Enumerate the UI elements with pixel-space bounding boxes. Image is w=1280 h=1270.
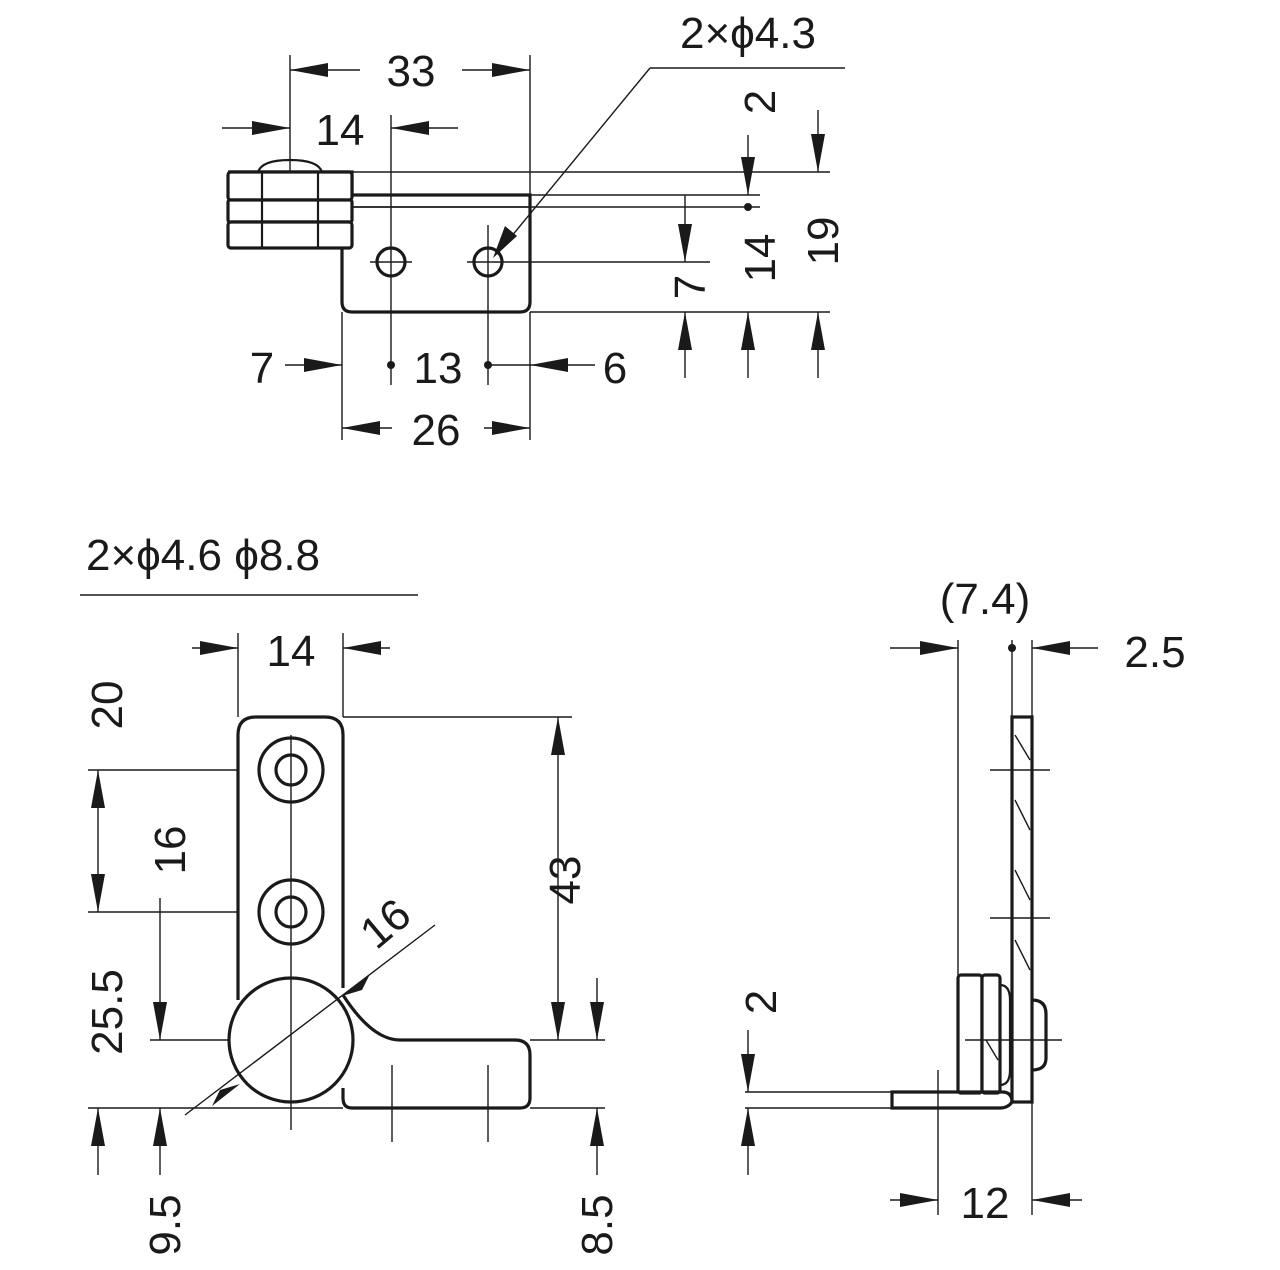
dim-2-5: 2.5 [1032, 628, 1186, 677]
dim-43-label: 43 [541, 856, 590, 905]
top-view: 33 14 2×ϕ4.3 2 [222, 9, 848, 455]
top-view-part [226, 115, 710, 385]
dim-14-vertical-label: 14 [736, 234, 785, 283]
dim-26: 26 [342, 406, 530, 455]
dim-14-top-label: 14 [316, 106, 365, 155]
hole-callout-front-label: 2×ϕ4.6 ϕ8.8 [86, 531, 320, 580]
dim-14-front: 14 [192, 627, 390, 717]
dim-14-vertical: 14 [736, 234, 785, 378]
dim-33-label: 33 [387, 47, 436, 96]
dim-2-top-label: 2 [736, 90, 785, 114]
dim-43: 43 [541, 717, 590, 1040]
dim-33: 33 [289, 47, 531, 195]
dim-13-label: 13 [414, 344, 463, 393]
side-view-part [890, 715, 1062, 1110]
front-view: 2×ϕ4.6 ϕ8.8 14 [80, 531, 622, 1256]
dim-7-4: (7.4) [890, 575, 1030, 655]
dim-16-vertical: 16 [91, 770, 195, 912]
dim-7-13-6: 7 13 6 [250, 312, 627, 440]
dim-19-label: 19 [799, 217, 848, 266]
dim-diameter-16-label: 16 [351, 889, 420, 958]
dim-2-side: 2 [737, 990, 786, 1175]
dim-8-5-label: 8.5 [573, 1194, 622, 1255]
dim-19: 19 [799, 110, 848, 378]
dim-9-5: 9.5 [141, 898, 190, 1256]
dim-8-5: 8.5 [573, 978, 622, 1256]
dim-7-4-label: (7.4) [940, 575, 1030, 624]
dim-14-top: 14 [222, 106, 458, 155]
dim-12-label: 12 [961, 1179, 1010, 1228]
hole-callout-top-label: 2×ϕ4.3 [680, 9, 816, 58]
side-view: (7.4) 2.5 2 12 [737, 575, 1186, 1228]
dim-25-5-label: 25.5 [83, 969, 132, 1055]
dim-16-vertical-label: 16 [146, 826, 195, 875]
front-view-part [227, 715, 532, 1142]
hole-callout-top: 2×ϕ4.3 [493, 9, 845, 258]
dim-2-top: 2 [736, 90, 785, 211]
dim-7-offset-label: 7 [250, 344, 274, 393]
dim-2-side-label: 2 [737, 990, 786, 1014]
dim-9-5-label: 9.5 [141, 1194, 190, 1255]
dim-20: 20 [83, 681, 132, 730]
dim-7-vertical-label: 7 [666, 275, 715, 299]
dim-25-5: 25.5 [83, 969, 132, 1175]
dim-12: 12 [890, 1179, 1082, 1228]
dim-2-5-label: 2.5 [1124, 628, 1185, 677]
hole-callout-front: 2×ϕ4.6 ϕ8.8 [80, 531, 418, 596]
dim-7-vertical: 7 [666, 195, 715, 378]
dim-26-label: 26 [412, 406, 461, 455]
dim-20-label: 20 [83, 681, 132, 730]
dim-14-front-label: 14 [267, 627, 316, 676]
dim-6-label: 6 [603, 344, 627, 393]
